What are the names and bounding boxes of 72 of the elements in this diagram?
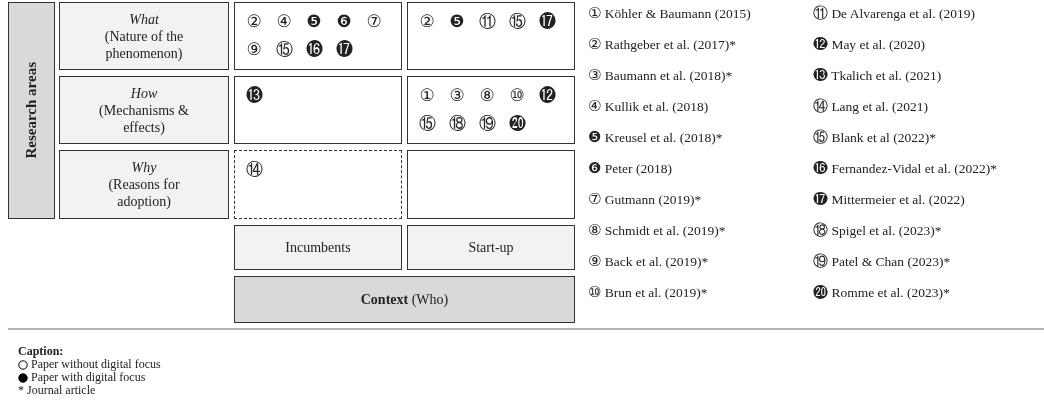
reference-marker: ⑱	[448, 113, 466, 133]
row-label: (Mechanisms & effects)	[98, 101, 190, 136]
matrix-cell	[407, 150, 575, 219]
reference-marker: ❻	[335, 11, 353, 31]
column-label: Start-up	[468, 239, 514, 256]
reference-marker: ④	[275, 11, 293, 31]
reference-entry: ❺ Kreusel et al. (2018)*	[588, 128, 723, 146]
matrix-cell	[234, 76, 402, 144]
legend-text: Paper with digital focus	[31, 371, 146, 384]
reference-entry: ⓬ May et al. (2020)	[813, 35, 926, 53]
reference-marker: ⓱	[335, 39, 353, 59]
reference-marker: ⑮	[275, 39, 293, 59]
reference-entry: ⓰ Fernandez-Vidal et al. (2022)*	[813, 159, 997, 177]
reference-marker: ⓴	[508, 113, 526, 133]
axis-label: Context (Who)	[360, 291, 449, 308]
row-header	[59, 76, 229, 144]
reference-entry: ⑩ Brun et al. (2019)*	[588, 283, 708, 301]
reference-entry: ⑦ Gutmann (2019)*	[588, 190, 702, 208]
reference-entry: ⓴ Romme et al. (2023)*	[813, 283, 950, 301]
reference-entry: ⑪ De Alvarenga et al. (2019)	[813, 4, 975, 23]
reference-entry: ⑮ Blank et al (2022)*	[813, 128, 936, 147]
reference-marker: ⑦	[365, 11, 383, 31]
footnote: * Journal article	[18, 384, 96, 397]
reference-entry: ① Köhler & Baumann (2015)	[588, 4, 751, 22]
row-label: Why	[131, 159, 157, 176]
reference-entry: ③ Baumann et al. (2018)*	[588, 66, 733, 84]
matrix-cell	[407, 2, 575, 70]
reference-entry: ⓭ Tkalich et al. (2021)	[813, 66, 942, 84]
legend-heading: Caption:	[18, 345, 64, 358]
reference-marker: ①	[418, 85, 436, 105]
reference-marker: ⓱	[538, 11, 556, 31]
column-header	[407, 225, 575, 270]
reference-marker: ②	[418, 11, 436, 31]
column-header	[234, 225, 402, 270]
section-band	[8, 2, 55, 219]
reference-marker: ⑪	[478, 11, 496, 31]
row-header	[59, 2, 229, 70]
reference-marker: ⑭	[245, 159, 263, 179]
matrix-cell	[234, 150, 402, 219]
reference-entry: ⑭ Lang et al. (2021)	[813, 97, 929, 116]
reference-marker: ⑨	[245, 39, 263, 59]
reference-marker: ⑩	[508, 85, 526, 105]
reference-marker: ⑮	[418, 113, 436, 133]
reference-entry: ⑨ Back et al. (2019)*	[588, 252, 709, 270]
reference-marker: ⑧	[478, 85, 496, 105]
reference-entry: ④ Kullik et al. (2018)	[588, 97, 709, 115]
reference-marker: ⓰	[305, 39, 323, 59]
column-label: Incumbents	[285, 239, 351, 256]
reference-entry: ② Rathgeber et al. (2017)*	[588, 35, 737, 53]
legend-text: Paper without digital focus	[31, 358, 161, 371]
reference-marker: ⓬	[538, 85, 556, 105]
reference-marker: ⑲	[478, 113, 496, 133]
reference-entry: ⑧ Schmidt et al. (2019)*	[588, 221, 726, 239]
reference-entry: ⓱ Mittermeier et al. (2022)	[813, 190, 965, 208]
reference-entry: ⑲ Patel & Chan (2023)*	[813, 252, 951, 271]
row-label: How	[130, 84, 158, 102]
reference-marker: ②	[245, 11, 263, 31]
matrix-cell	[407, 76, 575, 144]
reference-marker: ❺	[305, 11, 323, 31]
reference-marker: ⑮	[508, 11, 526, 31]
matrix-cell	[234, 2, 402, 70]
row-label: (Reasons for adoption)	[107, 176, 181, 210]
reference-marker: ❺	[448, 11, 466, 31]
section-label: Research areas	[23, 62, 40, 159]
reference-entry: ⑱ Spigel et al. (2023)*	[813, 221, 942, 240]
axis-header	[234, 276, 575, 323]
reference-marker: ⓭	[245, 85, 263, 105]
row-label: (Nature of the phenomenon)	[103, 27, 185, 62]
row-label: What	[129, 10, 159, 28]
reference-marker: ③	[448, 85, 466, 105]
row-header	[59, 150, 229, 219]
reference-entry: ❻ Peter (2018)	[588, 159, 672, 177]
